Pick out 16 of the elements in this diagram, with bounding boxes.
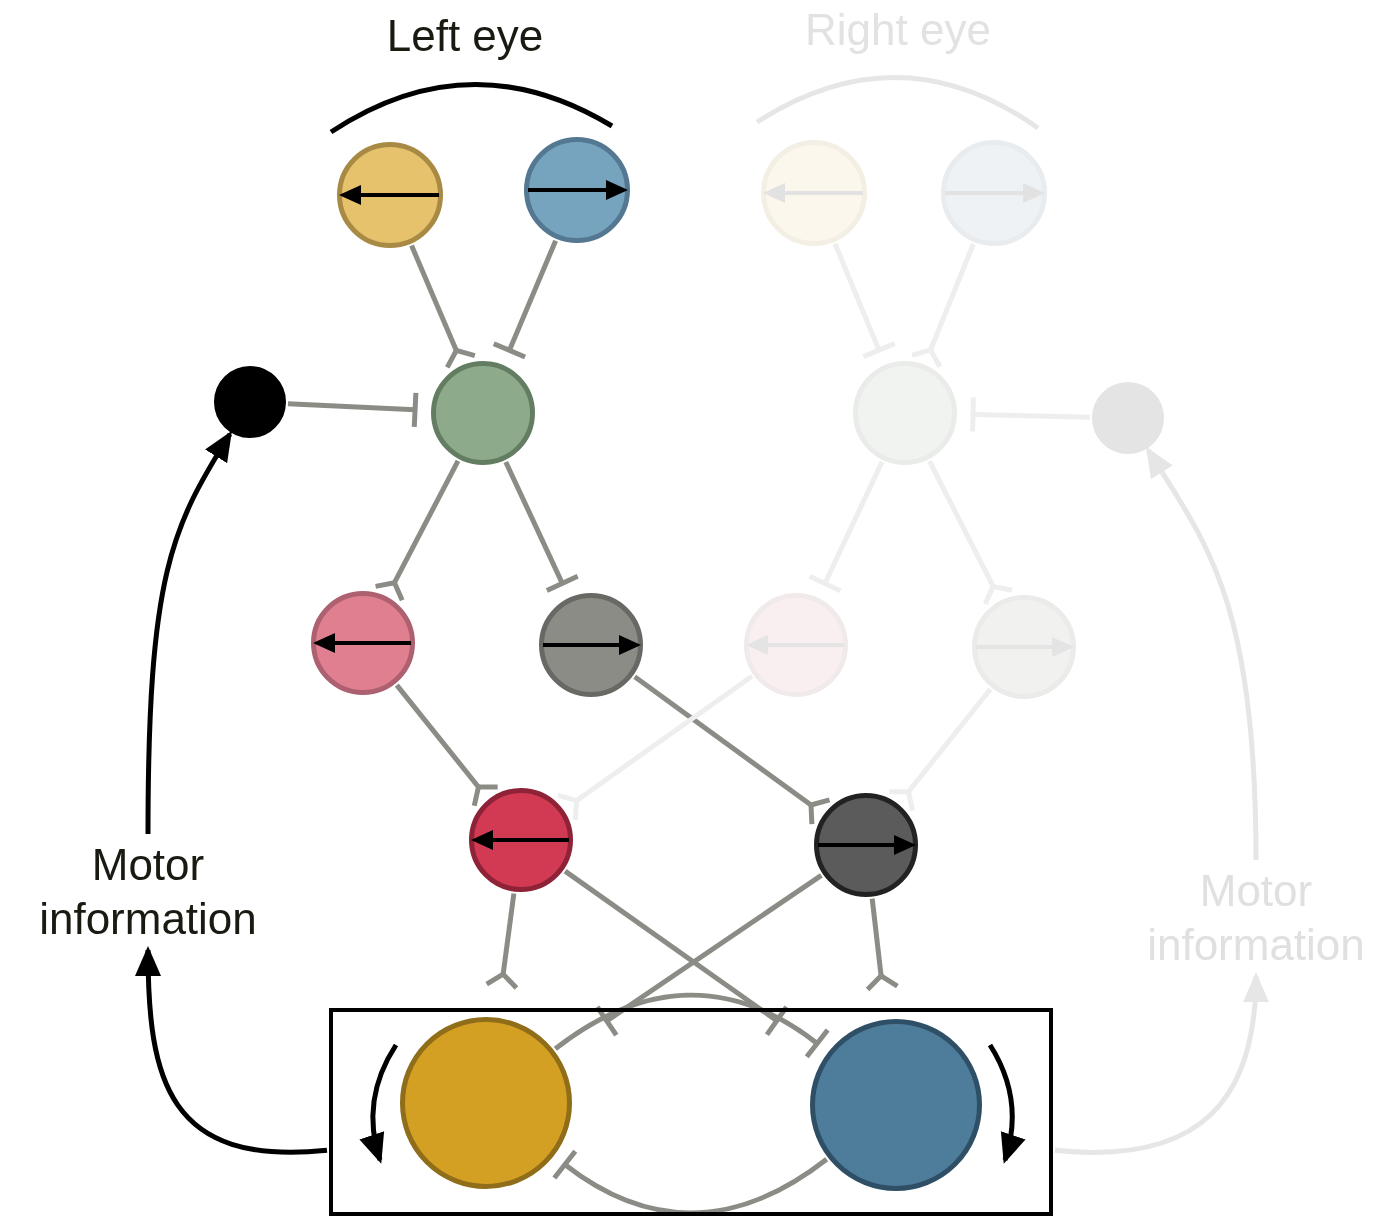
connection-line — [563, 869, 790, 1038]
connection-line — [970, 395, 1091, 434]
connection-line — [865, 898, 900, 992]
arrow — [135, 946, 328, 1155]
connection-line — [886, 687, 993, 814]
connection-line — [553, 992, 830, 1060]
connection-line — [484, 893, 519, 991]
connection-line — [394, 683, 501, 809]
connection-line — [287, 390, 419, 430]
eye-label: Left eye — [386, 11, 544, 61]
connection-line — [633, 674, 833, 827]
connection-line — [555, 674, 754, 823]
motor-information-label: Motor information — [38, 839, 258, 945]
group-box — [329, 1008, 1053, 1216]
arrow — [1054, 972, 1268, 1155]
connection-line — [594, 873, 823, 1038]
